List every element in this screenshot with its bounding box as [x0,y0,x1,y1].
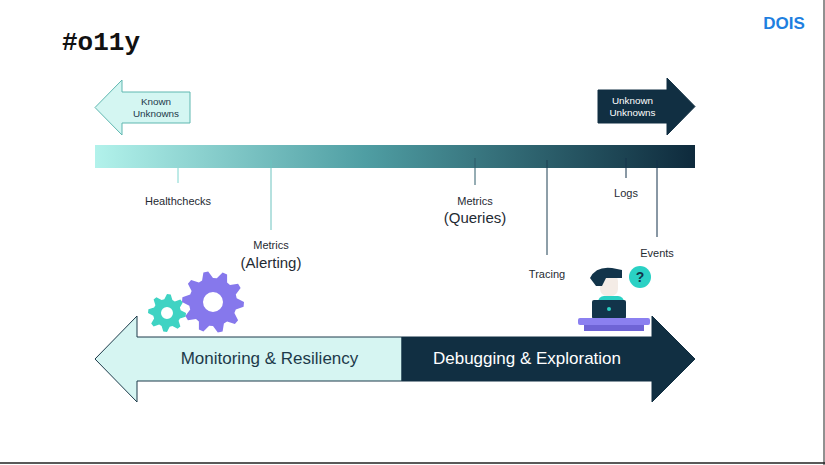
tick-label: Tracing [529,268,565,280]
node-text: Monitoring & Resiliency [181,349,359,369]
known-unknowns-arrow: Known Unknowns [95,80,190,135]
node-text: ? [636,269,645,286]
node-text: Debugging & Exploration [433,349,621,369]
text-region: ? [629,266,651,288]
arrow-shape [95,316,402,402]
node-text: Known Unknowns [122,96,190,120]
arrow-shape [598,78,695,135]
arrow-shape [402,316,695,402]
question-bubble: ? [629,266,651,288]
tick-label: Events [640,247,674,259]
monitoring-arrow: Monitoring & Resiliency [95,316,402,402]
unknown-unknowns-arrow: Unknown Unknowns [598,78,695,135]
tick-sublabel: (Queries) [444,209,507,226]
gradient-bar [95,145,695,168]
tick-lines [178,158,657,255]
text-region: Monitoring & Resiliency [137,337,402,381]
debugging-arrow: Debugging & Exploration [402,316,695,402]
slide-title: #o11y [62,28,140,58]
tick-label: Logs [614,187,638,199]
tick-sublabel: (Alerting) [241,254,302,271]
text-region: Known Unknowns [122,92,190,123]
text-region: Unknown Unknowns [598,90,667,123]
tick-label: Healthchecks [145,195,211,207]
tick-label: Metrics [457,195,492,207]
person-icon [578,268,650,331]
gear-small [148,294,186,332]
logo-text: DOIS [763,14,805,34]
node-text: Unknown Unknowns [598,95,667,119]
arrow-shape [95,80,190,135]
text-region: Debugging & Exploration [402,337,652,381]
gears-icon [148,271,244,332]
slide-border [824,0,825,465]
slide-border [0,462,825,464]
gear-large [182,271,244,332]
tick-label: Metrics [253,239,288,251]
bubble-circle [629,266,651,288]
